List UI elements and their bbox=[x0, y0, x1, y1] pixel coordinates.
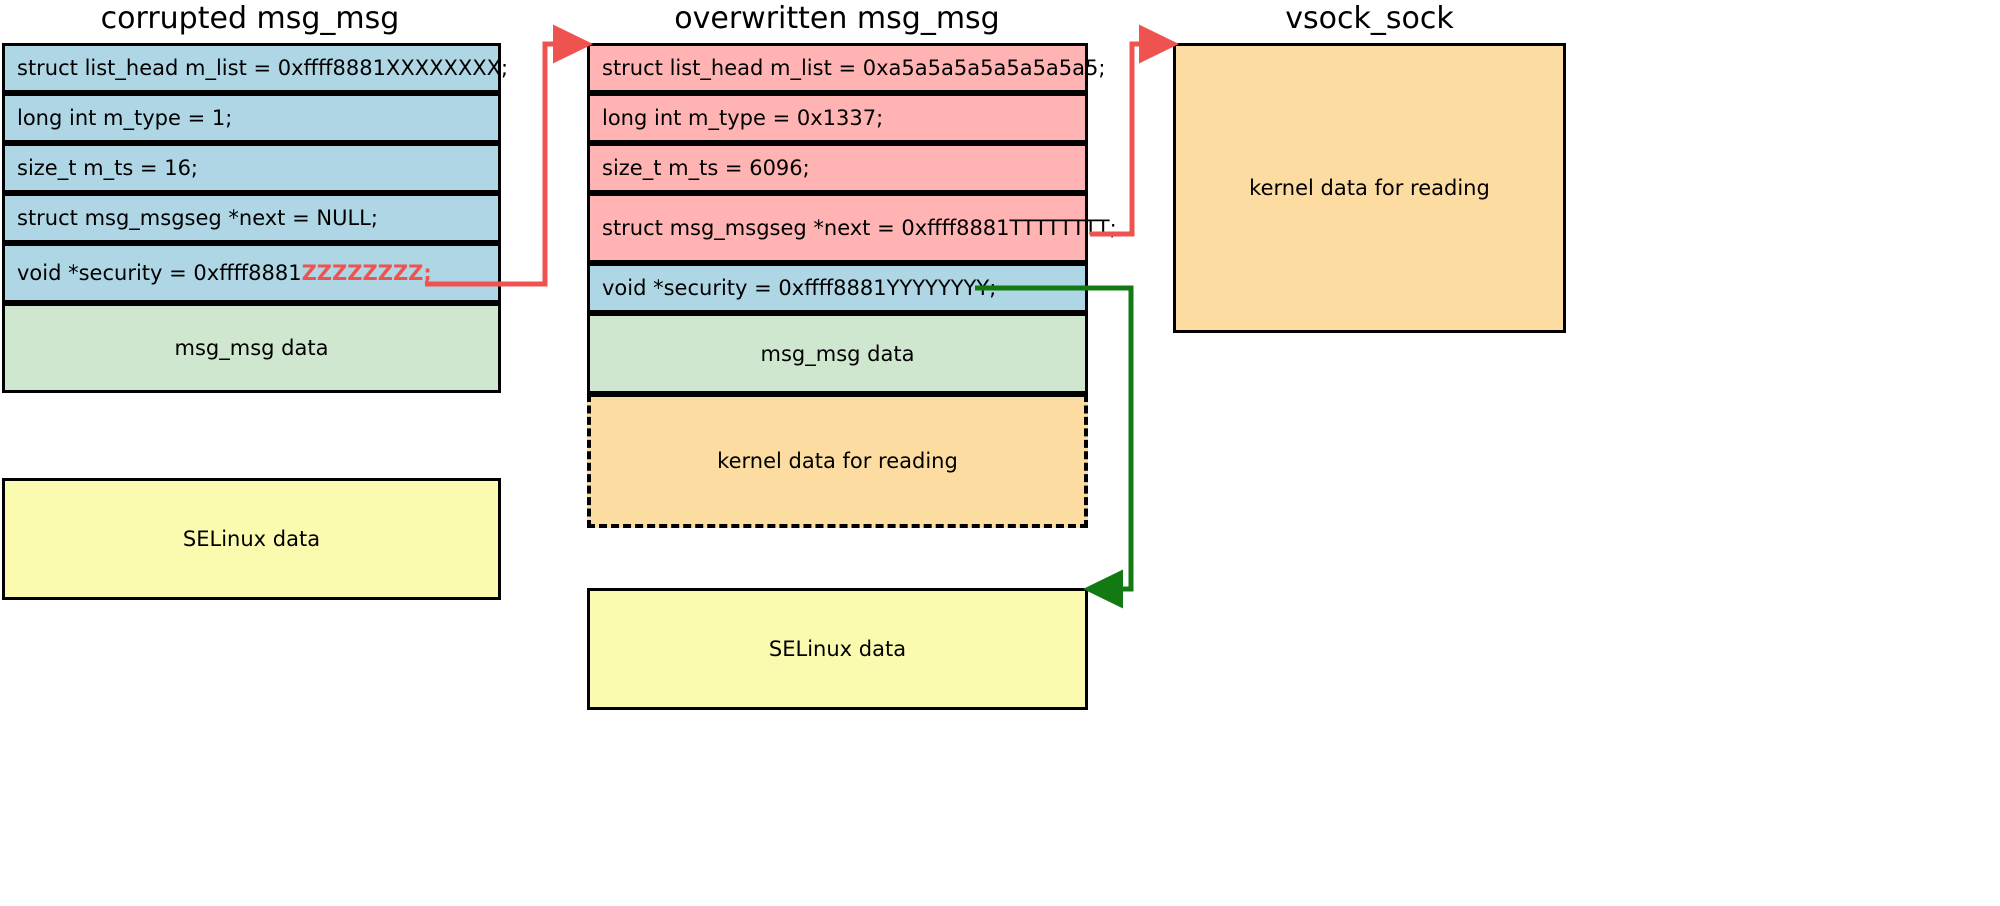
overwritten-selinux-label: SELinux data bbox=[768, 637, 907, 661]
corrupted-selinux-label: SELinux data bbox=[182, 527, 321, 551]
corrupted-field-m-ts: size_t m_ts = 16; bbox=[2, 143, 501, 193]
corrupted-field-next: struct msg_msgseg *next = NULL; bbox=[2, 193, 501, 243]
corrupted-field-next-text: struct msg_msgseg *next = NULL; bbox=[17, 206, 378, 230]
corrupted-field-security-corrupt-value: ZZZZZZZZ; bbox=[301, 261, 432, 285]
overwritten-field-m-list: struct list_head m_list = 0xa5a5a5a5a5a5… bbox=[587, 43, 1105, 93]
corrupted-msg-data-block: msg_msg data bbox=[2, 303, 501, 393]
overwritten-kernel-data-label: kernel data for reading bbox=[717, 448, 958, 473]
overwritten-field-m-ts-text: size_t m_ts = 6096; bbox=[602, 156, 810, 180]
corrupted-selinux-block: SELinux data bbox=[2, 478, 501, 600]
corrupted-field-m-ts-text: size_t m_ts = 16; bbox=[17, 156, 199, 180]
vsock-kernel-data-label: kernel data for reading bbox=[1249, 176, 1490, 200]
column-title-corrupted: corrupted msg_msg bbox=[100, 1, 400, 36]
overwritten-selinux-block: SELinux data bbox=[587, 588, 1088, 710]
overwritten-field-m-type-text: long int m_type = 0x1337; bbox=[602, 106, 884, 130]
overwritten-field-m-list-text: struct list_head m_list = 0xa5a5a5a5a5a5… bbox=[602, 56, 1106, 80]
column-title-overwritten: overwritten msg_msg bbox=[674, 1, 1000, 36]
column-title-vsock: vsock_sock bbox=[1285, 1, 1454, 36]
overwritten-msg-data-label: msg_msg data bbox=[760, 341, 915, 366]
overwritten-field-security-text: void *security = 0xffff8881YYYYYYYY; bbox=[602, 276, 997, 300]
overwritten-field-next-text: struct msg_msgseg *next = 0xffff8881TTTT… bbox=[602, 216, 1117, 240]
overwritten-field-m-ts: size_t m_ts = 6096; bbox=[587, 143, 1088, 193]
overwritten-field-security: void *security = 0xffff8881YYYYYYYY; bbox=[587, 263, 1088, 313]
corrupted-field-m-type-text: long int m_type = 1; bbox=[17, 106, 233, 130]
vsock-kernel-data-block: kernel data for reading bbox=[1173, 43, 1566, 333]
corrupted-field-m-list-text: struct list_head m_list = 0xffff8881XXXX… bbox=[17, 56, 509, 80]
overwritten-msg-data-block: msg_msg data bbox=[587, 313, 1088, 394]
corrupted-field-security-prefix: void *security = 0xffff8881 bbox=[17, 261, 302, 285]
corrupted-field-m-list: struct list_head m_list = 0xffff8881XXXX… bbox=[2, 43, 508, 93]
corrupted-msg-data-label: msg_msg data bbox=[174, 336, 329, 360]
overwritten-field-m-type: long int m_type = 0x1337; bbox=[587, 93, 1088, 143]
overwritten-kernel-data-block: kernel data for reading bbox=[587, 394, 1088, 528]
overwritten-field-next: struct msg_msgseg *next = 0xffff8881TTTT… bbox=[587, 193, 1117, 263]
corrupted-field-m-type: long int m_type = 1; bbox=[2, 93, 501, 143]
